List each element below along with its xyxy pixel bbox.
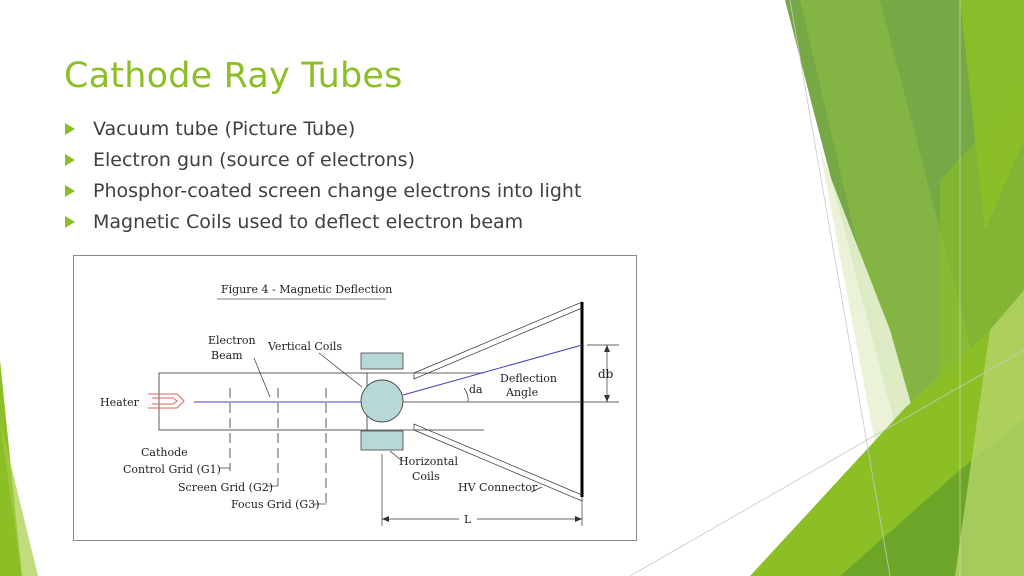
label-vertical-coils: Vertical Coils: [267, 340, 342, 353]
bullet-item: Magnetic Coils used to deflect electron …: [64, 208, 581, 239]
bullet-text: Magnetic Coils used to deflect electron …: [93, 211, 524, 233]
heater-inner: [152, 397, 178, 405]
db-arrow-top: [604, 345, 610, 352]
label-horizontal: Horizontal: [399, 455, 458, 468]
bullet-arrow-icon: [65, 185, 75, 197]
crt-diagram: Figure 4 - Magnetic Deflection: [100, 283, 619, 526]
label-deflection: Deflection: [500, 372, 557, 385]
label-coils: Coils: [412, 470, 440, 483]
horizontal-coils-leader: [389, 450, 403, 462]
deflection-angle-arc: [463, 387, 469, 403]
label-beam: Beam: [211, 349, 243, 362]
label-screen-grid: Screen Grid (G2): [178, 481, 273, 494]
crt-diagram-figure: Figure 4 - Magnetic Deflection: [73, 255, 637, 541]
electron-beam-leader: [253, 357, 271, 398]
bullet-arrow-icon: [65, 123, 75, 135]
hv-connector-leader: [530, 486, 543, 493]
bullet-item: Electron gun (source of electrons): [64, 146, 581, 177]
label-electron: Electron: [208, 334, 256, 347]
tube-funnel-top: [413, 301, 583, 380]
bullet-item: Phosphor-coated screen change electrons …: [64, 177, 581, 208]
bullet-text: Phosphor-coated screen change electrons …: [93, 180, 582, 202]
l-arrow-left: [382, 516, 389, 522]
label-angle: Angle: [505, 386, 538, 399]
label-heater: Heater: [100, 396, 140, 409]
bullet-text: Vacuum tube (Picture Tube): [93, 118, 356, 140]
figure-caption: Figure 4 - Magnetic Deflection: [221, 283, 392, 296]
bullet-text: Electron gun (source of electrons): [93, 149, 415, 171]
deflected-beam: [402, 344, 583, 396]
l-arrow-right: [575, 516, 582, 522]
bullet-item: Vacuum tube (Picture Tube): [64, 115, 581, 146]
label-db: db: [598, 367, 614, 381]
deflection-yoke: [360, 379, 404, 423]
slide-title: Cathode Ray Tubes: [64, 56, 403, 96]
label-control-grid: Control Grid (G1): [123, 463, 221, 476]
heater-outer: [148, 393, 185, 409]
vertical-coil-top: [360, 352, 404, 370]
label-da: da: [469, 383, 483, 396]
db-arrow-bottom: [604, 395, 610, 402]
label-hv-connector: HV Connector: [458, 481, 538, 494]
label-cathode: Cathode: [141, 446, 188, 459]
horizontal-coil-bottom: [360, 430, 404, 451]
bullet-arrow-icon: [65, 154, 75, 166]
bullet-arrow-icon: [65, 216, 75, 228]
bullet-list: Vacuum tube (Picture Tube) Electron gun …: [64, 115, 581, 239]
label-focus-grid: Focus Grid (G3): [231, 498, 320, 511]
label-l: L: [464, 513, 472, 526]
vertical-coils-leader: [318, 352, 363, 388]
